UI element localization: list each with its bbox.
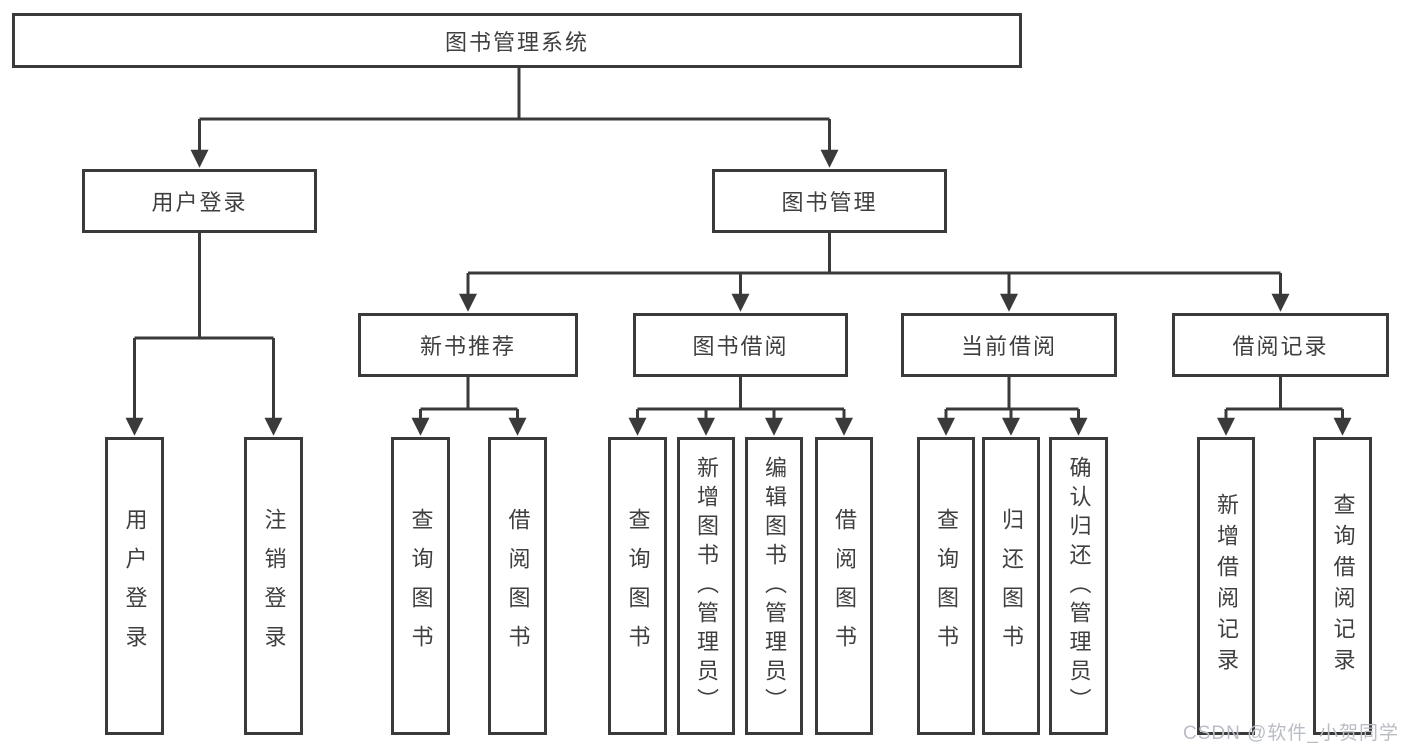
leaf-label: 查询图书 [625,508,651,664]
leaf-add-books-admin: 新增图书（管理员） [677,437,735,735]
node-label: 图书管理系统 [444,29,589,55]
node-label: 借阅记录 [1232,334,1329,359]
leaf-borrow-books-borrow: 借阅图书 [815,437,873,735]
leaf-logout: 注销登录 [244,437,303,735]
node-new-book-recommendation: 新书推荐 [358,313,578,377]
node-label: 图书管理 [781,190,878,215]
connector-group [125,66,1352,436]
leaf-user-login: 用户登录 [105,437,164,735]
leaf-label: 查询图书 [408,508,434,664]
leaf-label: 归还图书 [999,508,1024,664]
leaf-label: 注销登录 [261,508,287,664]
leaf-add-borrow-record: 新增借阅记录 [1197,437,1255,735]
leaf-label: 新增图书（管理员） [694,455,719,717]
node-label: 当前借阅 [960,334,1057,359]
node-user-login: 用户登录 [82,169,317,233]
leaf-confirm-return-admin: 确认归还（管理员） [1049,437,1108,735]
leaf-borrow-books-recommend: 借阅图书 [488,437,547,735]
leaf-return-books: 归还图书 [982,437,1040,735]
node-label: 用户登录 [151,190,248,215]
leaf-query-books-current: 查询图书 [917,437,975,735]
node-book-management: 图书管理 [712,169,947,233]
leaf-label: 确认归还（管理员） [1066,455,1092,717]
leaf-label: 用户登录 [122,508,148,664]
leaf-label: 查询图书 [934,508,959,664]
node-borrowing-records: 借阅记录 [1172,313,1389,377]
node-library-management-system: 图书管理系统 [12,13,1022,68]
leaf-query-books-recommend: 查询图书 [391,437,450,735]
leaf-label: 借阅图书 [832,508,857,664]
leaf-label: 编辑图书（管理员） [762,455,787,717]
leaf-query-books-borrow: 查询图书 [608,437,667,735]
node-current-borrowing: 当前借阅 [901,313,1117,377]
node-label: 图书借阅 [692,334,789,359]
leaf-query-borrow-record: 查询借阅记录 [1313,437,1372,735]
leaf-edit-books-admin: 编辑图书（管理员） [745,437,803,735]
leaf-label: 查询借阅记录 [1330,493,1356,679]
leaf-label: 借阅图书 [505,508,531,664]
node-label: 新书推荐 [419,334,516,359]
leaf-label: 新增借阅记录 [1214,493,1239,679]
node-book-borrowing: 图书借阅 [633,313,848,377]
csdn-watermark: CSDN @软件_小贺同学 [1183,723,1399,744]
